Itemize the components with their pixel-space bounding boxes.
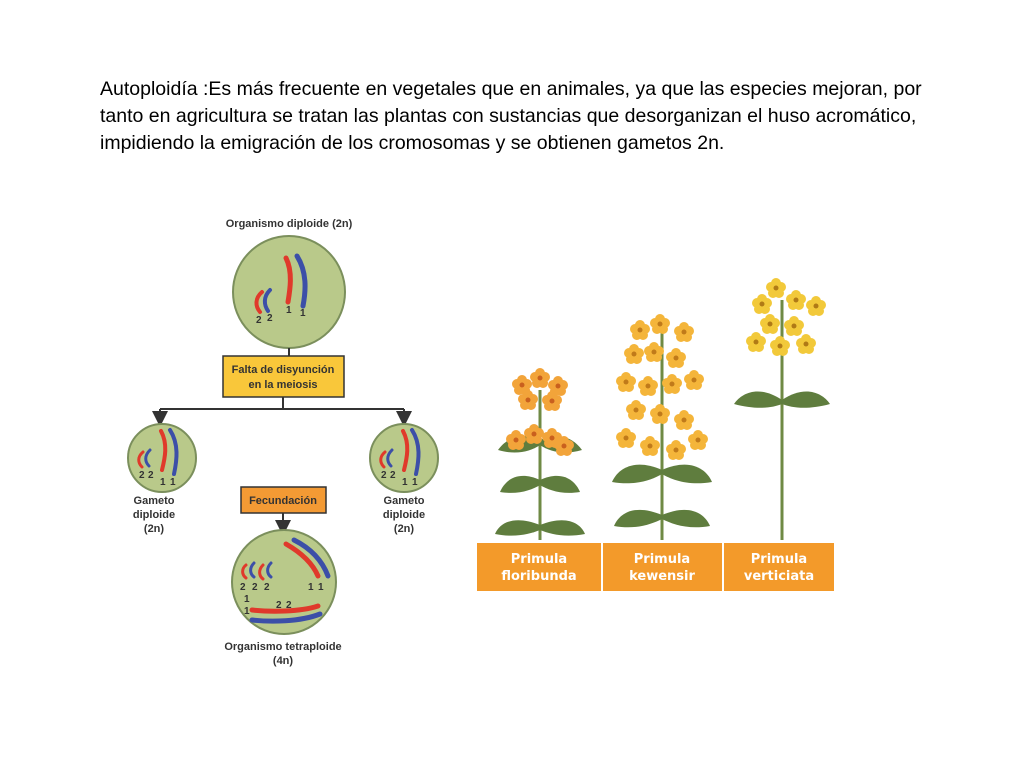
nondisjunction-line-1: Falta de disyunción xyxy=(232,364,335,376)
right-gamete-line-1: Gameto xyxy=(384,495,425,507)
plant-label-kewensir: Primula kewensir xyxy=(603,543,722,591)
right-gamete-line-2: diploide xyxy=(383,509,425,521)
tetraploid-cell: 2 2 2 1 1 2 2 1 1 xyxy=(231,529,337,635)
red-chromosome-2 xyxy=(254,290,264,314)
plant-label-line-2: kewensir xyxy=(629,569,695,584)
nondisjunction-line-2: en la meiosis xyxy=(248,379,317,391)
bottom-organism-line-2: (4n) xyxy=(273,655,294,667)
plant-label-line-2: verticiata xyxy=(744,569,814,584)
chromosome-number: 2 xyxy=(148,470,154,481)
plant-label-floribunda: Primula floribunda xyxy=(477,543,601,591)
chromosome-number: 1 xyxy=(308,582,314,593)
intro-paragraph: Autoploidía :Es más frecuente en vegetal… xyxy=(100,78,922,154)
chromosome-number: 2 xyxy=(264,582,270,593)
chromosome-number: 2 xyxy=(276,600,282,611)
left-gamete-line-2: diploide xyxy=(133,509,175,521)
red-chromosome-1 xyxy=(283,255,293,305)
plant-label-line-1: Primula xyxy=(751,552,807,567)
nondisjunction-box: Falta de disyunción en la meiosis xyxy=(222,355,345,398)
chromosome-number: 1 xyxy=(412,477,418,488)
chromosome-number: 1 xyxy=(244,594,250,605)
bottom-organism-line-1: Organismo tetraploide xyxy=(224,641,341,653)
left-gamete-line-1: Gameto xyxy=(134,495,175,507)
plant-label-line-1: Primula xyxy=(634,552,690,567)
chromosome-number: 2 xyxy=(252,582,258,593)
blue-chromosome-1 xyxy=(294,253,308,309)
chromosome-number: 1 xyxy=(300,308,306,319)
right-gamete-line-3: (2n) xyxy=(394,523,415,535)
primula-kewensir-plant xyxy=(612,314,712,540)
chromosome-number: 1 xyxy=(160,477,166,488)
chromosome-number: 2 xyxy=(139,470,145,481)
plant-label-line-2: floribunda xyxy=(501,569,576,584)
chromosome-number: 1 xyxy=(286,305,292,316)
plant-label-line-1: Primula xyxy=(511,552,567,567)
chromosome-number: 2 xyxy=(256,315,262,326)
chromosome-number: 2 xyxy=(267,313,273,324)
primula-floribunda-plant xyxy=(495,368,585,540)
fertilization-label: Fecundación xyxy=(249,495,317,507)
top-organism-title: Organismo diploide (2n) xyxy=(226,218,353,230)
chromosome-number: 1 xyxy=(318,582,324,593)
branch-arrows xyxy=(152,397,412,427)
chromosome-number: 1 xyxy=(402,477,408,488)
right-gamete-cell: 2 2 1 1 xyxy=(369,423,439,493)
left-gamete-line-3: (2n) xyxy=(144,523,165,535)
left-gamete-cell: 2 2 1 1 xyxy=(127,423,197,493)
blue-chromosome-2 xyxy=(262,288,272,313)
fertilization-box: Fecundación xyxy=(240,486,327,514)
chromosome-number: 1 xyxy=(244,606,250,617)
chromosome-number: 2 xyxy=(381,470,387,481)
primula-verticiata-plant xyxy=(734,278,830,540)
chromosome-number: 1 xyxy=(170,477,176,488)
diploid-cell: 2 2 1 1 xyxy=(232,235,346,349)
chromosome-number: 2 xyxy=(240,582,246,593)
chromosome-number: 2 xyxy=(390,470,396,481)
plant-label-verticiata: Primula verticiata xyxy=(724,543,834,591)
chromosome-number: 2 xyxy=(286,600,292,611)
